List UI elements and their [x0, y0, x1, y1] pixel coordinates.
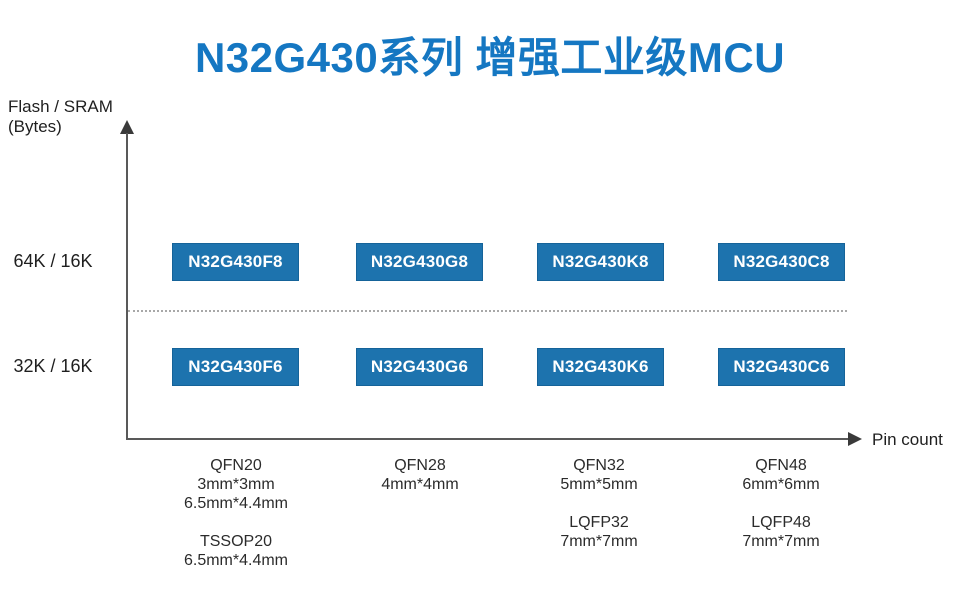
- package-label-qfn48: QFN48 6mm*6mm: [696, 456, 866, 494]
- package-name: LQFP32: [569, 514, 629, 531]
- package-size: 6mm*6mm: [742, 476, 820, 493]
- package-name: QFN32: [573, 457, 625, 474]
- part-box-n32g430k8: N32G430K8: [537, 243, 664, 281]
- package-label-qfn20: QFN20 3mm*3mm 6.5mm*4.4mm: [151, 456, 321, 513]
- package-label-lqfp32: LQFP32 7mm*7mm: [514, 513, 684, 551]
- package-name: QFN20: [210, 457, 262, 474]
- x-axis-label: Pin count: [872, 430, 943, 449]
- part-box-n32g430f6: N32G430F6: [172, 348, 299, 386]
- x-axis-arrow-icon: [848, 432, 862, 446]
- package-size: 7mm*7mm: [742, 533, 820, 550]
- package-label-qfn28: QFN28 4mm*4mm: [335, 456, 505, 494]
- package-size: 7mm*7mm: [560, 533, 638, 550]
- page-title: N32G430系列 增强工业级MCU: [194, 34, 786, 81]
- package-name: QFN28: [394, 457, 446, 474]
- y-axis-arrow-icon: [120, 120, 134, 134]
- part-box-n32g430c8: N32G430C8: [718, 243, 845, 281]
- part-box-n32g430g6: N32G430G6: [356, 348, 483, 386]
- row-separator-dotted-line: [128, 310, 847, 312]
- part-box-n32g430f8: N32G430F8: [172, 243, 299, 281]
- row-label-32k-16k: 32K / 16K: [13, 356, 93, 376]
- package-size: 5mm*5mm: [560, 476, 638, 493]
- package-label-qfn32: QFN32 5mm*5mm: [514, 456, 684, 494]
- y-axis-label: Flash / SRAM (Bytes): [8, 97, 113, 137]
- package-name: LQFP48: [751, 514, 811, 531]
- x-axis-line: [127, 438, 849, 440]
- package-label-lqfp48: LQFP48 7mm*7mm: [696, 513, 866, 551]
- package-size: 6.5mm*4.4mm: [183, 552, 289, 569]
- row-label-64k-16k: 64K / 16K: [13, 251, 93, 271]
- part-box-n32g430g8: N32G430G8: [356, 243, 483, 281]
- package-size: 3mm*3mm: [197, 476, 275, 493]
- part-box-n32g430c6: N32G430C6: [718, 348, 845, 386]
- y-axis-label-line1: Flash / SRAM: [8, 97, 113, 116]
- y-axis-line: [126, 133, 128, 440]
- package-size: 4mm*4mm: [381, 476, 459, 493]
- package-name: TSSOP20: [199, 533, 273, 550]
- y-axis-label-line2: (Bytes): [8, 117, 62, 136]
- part-box-n32g430k6: N32G430K6: [537, 348, 664, 386]
- package-label-tssop20: TSSOP20 6.5mm*4.4mm: [151, 532, 321, 570]
- package-size: 6.5mm*4.4mm: [183, 495, 289, 512]
- package-name: QFN48: [755, 457, 807, 474]
